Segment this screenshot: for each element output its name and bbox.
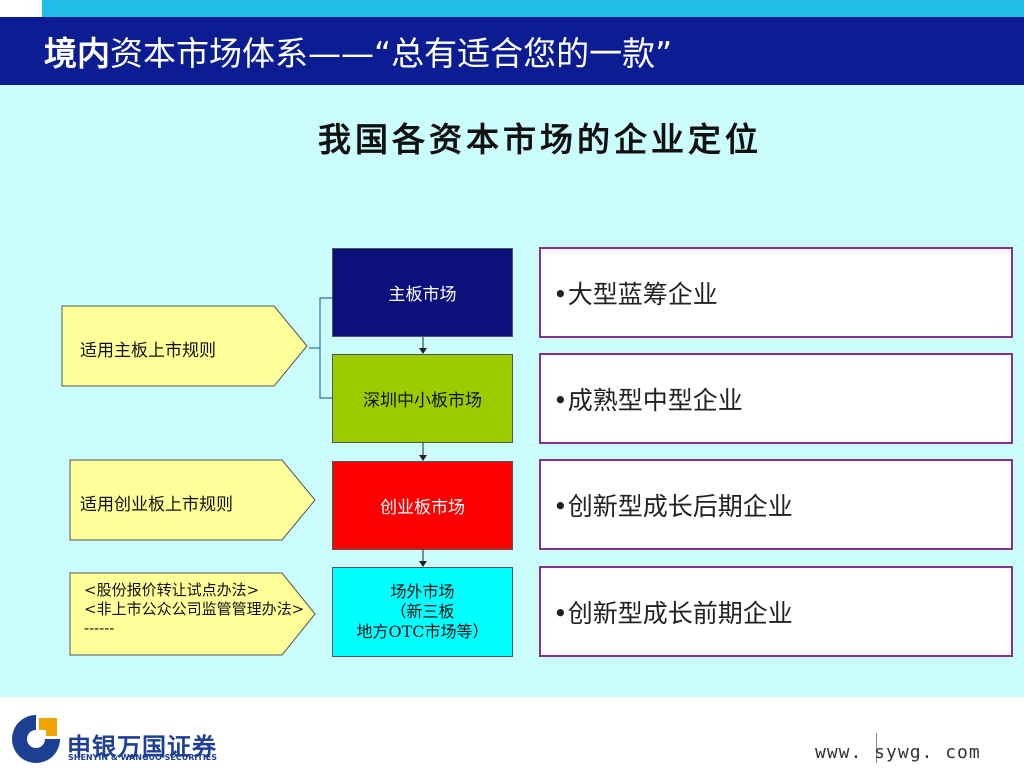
logo-company-name-en: SHENYIN & WANGUO SECURITIES	[68, 753, 218, 762]
rule-label-chinext: 适用创业板上市规则	[80, 495, 233, 515]
rule-label-otc: <股份报价转让试点办法> <非上市公众公司监管管理办法> ------	[84, 581, 304, 638]
market-otc-line-2: （新三板	[390, 602, 455, 621]
slide-title-rest: 资本市场体系——“总有适合您的一款”	[110, 34, 673, 73]
rule-otc-line-3: ------	[84, 619, 115, 637]
market-otc-line-1: 场外市场	[390, 582, 455, 601]
diagram-heading: 我国各资本市场的企业定位	[318, 120, 762, 159]
rule-otc-line-2: <非上市公众公司监管管理办法>	[84, 600, 305, 618]
company-logo-icon	[12, 715, 60, 763]
arrow-head-1	[419, 348, 427, 354]
market-otc: 场外市场 （新三板 地方OTC市场等）	[332, 567, 513, 657]
desc-otc: •创新型成长前期企业	[539, 566, 1013, 657]
footer-url: www. sywg. com	[815, 742, 981, 763]
rule-label-main-board: 适用主板上市规则	[80, 341, 216, 361]
rule-shape-2	[69, 459, 316, 541]
arrow-head-3	[419, 561, 427, 567]
rule-shape-1	[61, 305, 308, 387]
market-chinext: 创业板市场	[332, 461, 513, 550]
desc-chinext: •创新型成长后期企业	[539, 459, 1013, 550]
title-bar: 境内资本市场体系——“总有适合您的一款”	[0, 17, 1024, 85]
top-strip-left	[0, 0, 42, 17]
top-strip	[42, 0, 1024, 17]
desc-main-board: •大型蓝筹企业	[539, 247, 1013, 338]
footer-divider	[876, 733, 877, 763]
slide-title: 境内资本市场体系——“总有适合您的一款”	[44, 27, 672, 75]
rule-shape-3	[69, 572, 316, 656]
market-main-board: 主板市场	[332, 248, 513, 337]
rule-otc-line-1: <股份报价转让试点办法>	[84, 581, 260, 599]
market-sme-board: 深圳中小板市场	[332, 354, 513, 443]
logo-company-name: 申银万国证券	[67, 733, 217, 761]
bracket-line	[319, 297, 332, 399]
slide-title-bold: 境内	[44, 34, 110, 73]
desc-sme-board: •成熟型中型企业	[539, 353, 1013, 444]
market-otc-line-3: 地方OTC市场等）	[356, 622, 489, 641]
arrow-head-2	[419, 455, 427, 461]
